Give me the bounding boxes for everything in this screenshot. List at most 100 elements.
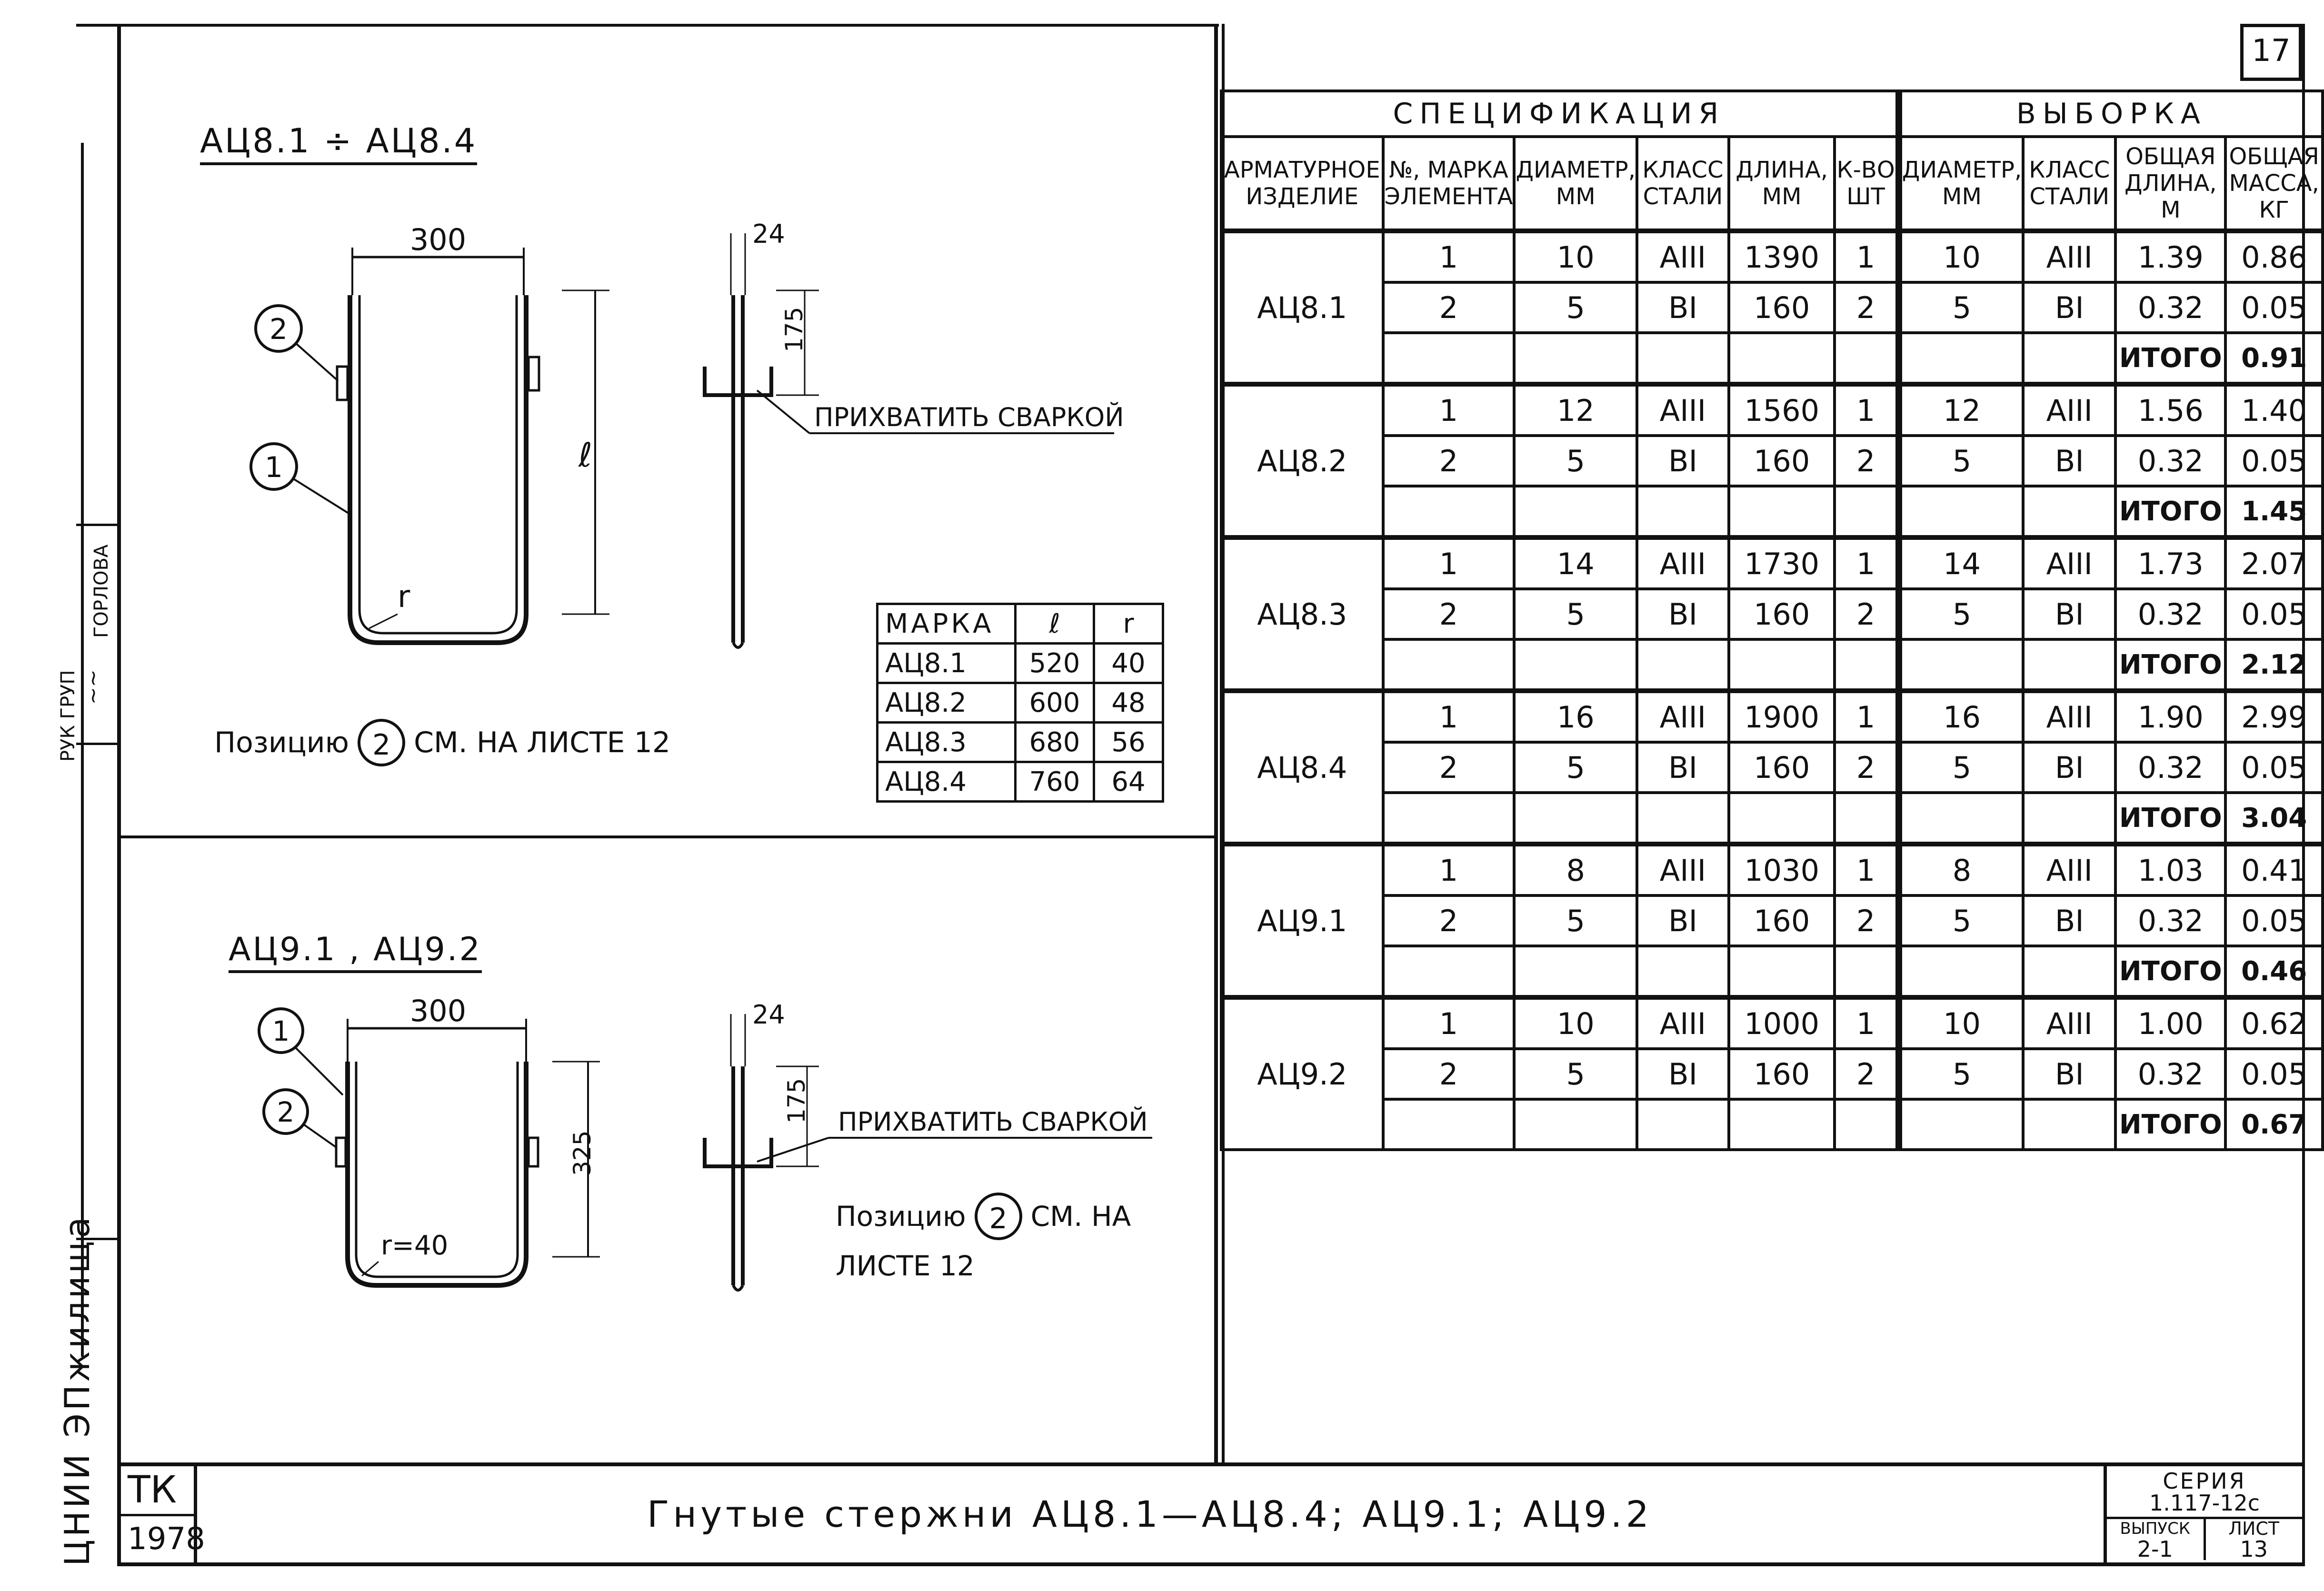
bottom-position-note: Позицию 2 СМ. НА ЛИСТЕ 12 (836, 1193, 1131, 1282)
frame-divider-horizontal (117, 835, 1217, 838)
title-block-series-value: 1.117-12с (2107, 1492, 2302, 1519)
spec-cell: 5 (1513, 281, 1638, 334)
spec-header: К-ВО ШТ (1833, 135, 1900, 232)
spec-cell: АIII (1635, 842, 1730, 897)
stamp-line (76, 1238, 119, 1240)
marks-cell: АЦ8.4 (876, 761, 1017, 803)
spec-cell: 1.39 (2114, 229, 2227, 284)
spec-product: АЦ8.2 (1220, 382, 1385, 539)
spec-cell: ВI (2022, 281, 2117, 334)
table-row-total: ИТОГО 3.04 (1221, 791, 2324, 845)
spec-cell: АIII (1635, 382, 1730, 437)
spec-cell: 2 (1833, 894, 1900, 947)
spec-cell: 10 (1895, 229, 2025, 284)
frame-left (117, 24, 121, 1566)
spec-cell: 1390 (1727, 229, 1836, 284)
spec-cell: ВI (1635, 434, 1730, 487)
table-row-total: ИТОГО 1.45 (1221, 485, 2324, 539)
title-block-series-label: СЕРИЯ (2163, 1468, 2246, 1494)
spec-cell: 0.05 (2224, 1047, 2324, 1101)
bottom-callout-2: 2 (277, 1096, 295, 1128)
spec-total-label: ИТОГО (2114, 945, 2227, 999)
spec-cell: 5 (1513, 434, 1638, 487)
spec-cell: 1 (1833, 229, 1900, 284)
top-dim-l: ℓ (578, 436, 592, 475)
spec-product: АЦ8.1 (1220, 229, 1385, 386)
spec-header: №, МАРКА ЭЛЕМЕНТА (1381, 135, 1516, 232)
spec-product: АЦ9.1 (1220, 842, 1385, 999)
spec-cell: 8 (1895, 842, 2025, 897)
spec-cell: 5 (1895, 1047, 2025, 1101)
spec-cell: 160 (1727, 741, 1836, 794)
marks-cell: 760 (1014, 761, 1095, 803)
title-block-issue-value: 2-1 (2137, 1536, 2173, 1562)
table-row: АЦ9.2 1 10 АIII 1000 1 10 АIII 1.00 0.62 (1220, 995, 2324, 1151)
spec-cell: 1.90 (2114, 688, 2227, 744)
spec-cell: 1000 (1727, 995, 1836, 1050)
spec-cell: 0.32 (2114, 587, 2227, 641)
spec-total: 2.12 (2224, 638, 2324, 692)
spec-cell: АIII (1635, 229, 1730, 284)
spec-cell: 14 (1513, 535, 1638, 590)
spec-cell: 0.86 (2224, 229, 2324, 284)
spec-cell: 2 (1833, 741, 1900, 794)
spec-cell: 12 (1895, 382, 2025, 437)
bottom-dim-175: 175 (783, 1078, 810, 1124)
spec-cell: 1.40 (2224, 382, 2324, 437)
spec-total-label: ИТОГО (2114, 1098, 2227, 1151)
spec-cell: 0.05 (2224, 587, 2324, 641)
spec-cell: 1 (1833, 382, 1900, 437)
spec-cell: 5 (1895, 281, 2025, 334)
spec-cell: ВI (2022, 1047, 2117, 1101)
table-row: АЦ8.1 1 10 АIII 1390 1 10 АIII 1.39 0.86 (1220, 229, 2324, 386)
spec-cell: 10 (1513, 229, 1638, 284)
spec-cell: ВI (2022, 894, 2117, 947)
spec-product: АЦ8.3 (1220, 535, 1385, 692)
bottom-dim-24: 24 (752, 1000, 785, 1030)
spec-cell: 0.41 (2224, 842, 2324, 897)
top-position-note: Позицию 2 СМ. НА ЛИСТЕ 12 (214, 719, 670, 766)
top-rod-side-view: 24 175 ПРИХВАТИТЬ СВАРКОЙ (703, 219, 1124, 649)
spec-cell: 160 (1727, 281, 1836, 334)
spec-cell: 2 (1381, 741, 1516, 794)
spec-cell: АIII (2022, 688, 2117, 744)
marks-cell: 56 (1093, 721, 1164, 763)
spec-title-right: ВЫБОРКА (1895, 89, 2324, 138)
spec-cell: 1.56 (2114, 382, 2227, 437)
spec-cell: 160 (1727, 1047, 1836, 1101)
table-row: АЦ8.1 520 40 (876, 642, 1164, 684)
stamp-line (81, 143, 84, 1357)
bottom-rod-side-view: 24 175 ПРИХВАТИТЬ СВАРКОЙ (703, 1000, 1152, 1292)
spec-cell: 160 (1727, 894, 1836, 947)
spec-cell: 160 (1727, 587, 1836, 641)
spec-cell: 1030 (1727, 842, 1836, 897)
top-dim-r: r (398, 579, 410, 615)
spec-cell: 0.32 (2114, 894, 2227, 947)
table-row: АЦ8.4 1 16 АIII 1900 1 16 АIII 1.90 2.99 (1220, 688, 2324, 845)
spec-cell: 0.32 (2114, 434, 2227, 487)
spec-cell: ВI (2022, 741, 2117, 794)
spec-table: СПЕЦИФИКАЦИЯ ВЫБОРКА АРМАТУРНОЕ ИЗДЕЛИЕ … (1220, 89, 2324, 1151)
spec-cell: 5 (1513, 1047, 1638, 1101)
spec-cell: ВI (1635, 281, 1730, 334)
bottom-dim-325: 325 (569, 1131, 596, 1176)
spec-total-label: ИТОГО (2114, 638, 2227, 692)
spec-header: КЛАСС СТАЛИ (2022, 135, 2117, 232)
title-block-year: 1978 (128, 1521, 205, 1557)
spec-cell: 1 (1833, 842, 1900, 897)
spec-cell: 5 (1513, 894, 1638, 947)
table-row: 2 5 ВI 160 2 5 ВI 0.32 0.05 (1221, 281, 2324, 334)
marks-cell: АЦ8.3 (876, 721, 1017, 763)
spec-cell: 5 (1895, 587, 2025, 641)
marks-cell: 40 (1093, 642, 1164, 684)
stamp-role: РУК ГРУП (57, 670, 79, 762)
spec-cell: АIII (1635, 995, 1730, 1050)
spec-cell: АIII (2022, 842, 2117, 897)
bottom-position-suffix: СМ. НА (1030, 1200, 1131, 1233)
spec-product: АЦ9.2 (1220, 995, 1385, 1151)
spec-title-left: СПЕЦИФИКАЦИЯ (1220, 89, 1900, 138)
spec-cell: 16 (1895, 688, 2025, 744)
spec-cell: 5 (1513, 587, 1638, 641)
marks-cell: АЦ8.1 (876, 642, 1017, 684)
spec-title-row: СПЕЦИФИКАЦИЯ ВЫБОРКА (1220, 89, 2324, 138)
